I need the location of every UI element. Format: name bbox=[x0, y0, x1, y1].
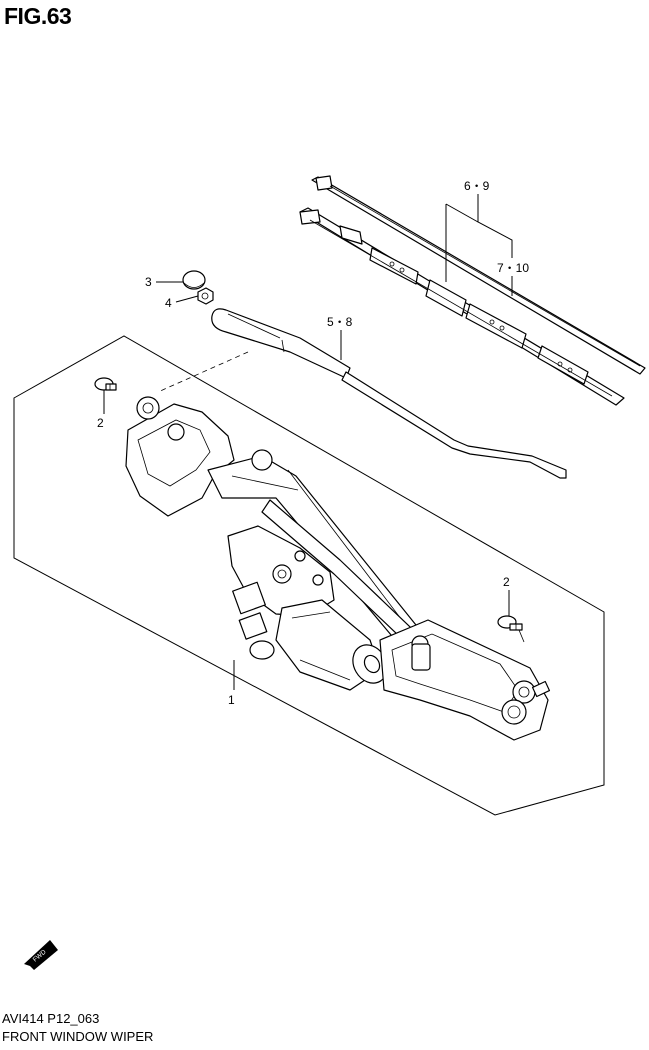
figure-title: FIG.63 bbox=[4, 3, 72, 29]
leader-c69-c710 bbox=[477, 194, 513, 258]
cap-part bbox=[182, 270, 206, 290]
callout-7-10: 7・10 bbox=[497, 261, 529, 275]
wiper-blade-lower bbox=[299, 207, 625, 406]
drawing-code: AVI414 P12_063 bbox=[2, 1011, 100, 1026]
callout-2-right: 2 bbox=[503, 575, 510, 589]
callout-2-left: 2 bbox=[97, 416, 104, 430]
callout-1: 1 bbox=[228, 693, 235, 707]
drawing-name: FRONT WINDOW WIPER bbox=[2, 1029, 154, 1044]
wiper-arm bbox=[211, 308, 567, 479]
leader-c4 bbox=[175, 295, 199, 303]
fwd-arrow-icon: FWD bbox=[24, 940, 58, 970]
callout-6-9: 6・9 bbox=[464, 179, 490, 193]
callout-3: 3 bbox=[145, 275, 152, 289]
wiper-linkage-assembly bbox=[125, 396, 551, 741]
wiper-blade-upper bbox=[311, 175, 646, 375]
nut-part bbox=[197, 287, 214, 305]
arm-leader-dashed bbox=[157, 351, 249, 393]
bolt-right bbox=[497, 615, 523, 631]
callout-5-8: 5・8 bbox=[327, 315, 353, 329]
bolt-left bbox=[94, 377, 117, 391]
assembly-outline bbox=[13, 335, 605, 816]
bolt-right-leader bbox=[518, 629, 525, 643]
callout-4: 4 bbox=[165, 296, 172, 310]
